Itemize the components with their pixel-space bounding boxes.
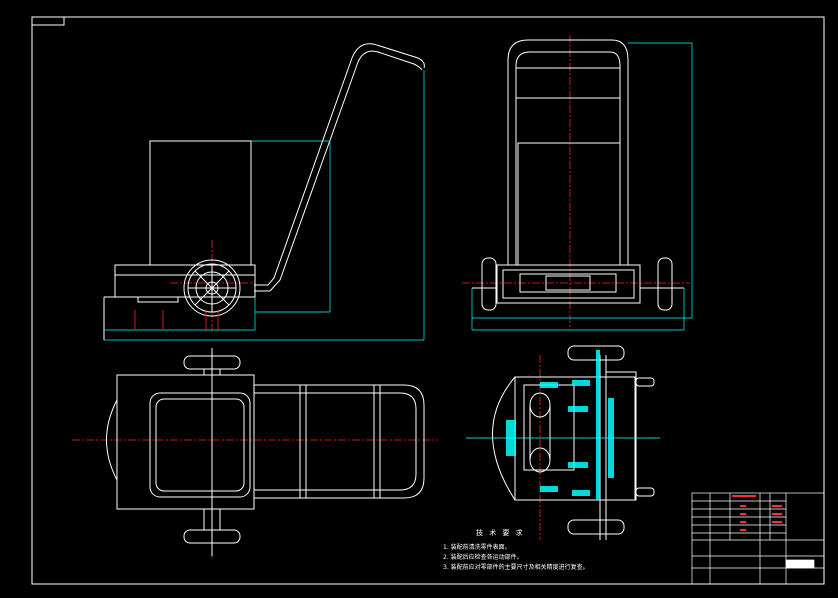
technical-requirements-title: 技 术 要 求 [476,529,525,537]
front-view [462,35,693,331]
section-view [466,345,660,540]
title-block [691,492,825,585]
technical-requirement-2: 2. 装配后应检查各运动部件。 [443,554,523,561]
drawing-frame [31,16,825,585]
title-block-fills [732,495,782,531]
technical-requirement-3: 3. 装配前应对零部件的主要尺寸及相关精度进行复查。 [443,564,589,571]
top-view [72,348,438,560]
technical-requirement-1: 1. 装配前清洗零件表面。 [443,544,511,551]
side-view [103,43,425,341]
